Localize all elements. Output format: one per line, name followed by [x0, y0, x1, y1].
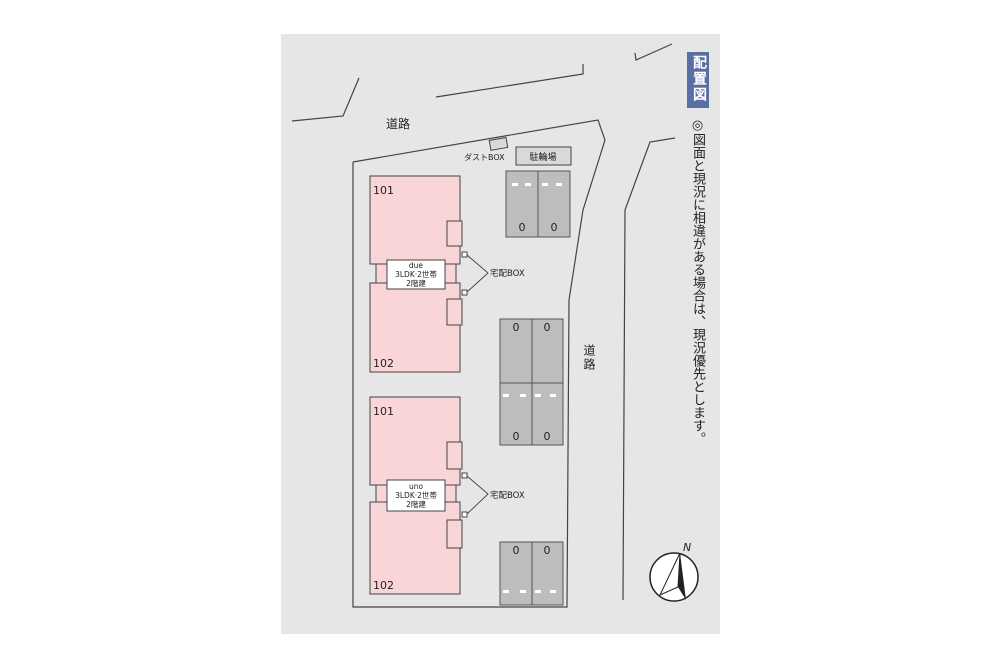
parking-block-a: 0 0 [505, 170, 571, 238]
building-floors: 2階建 [406, 499, 426, 509]
parking-marker: 0 [544, 430, 551, 443]
parking-marker: 0 [513, 321, 520, 334]
site-boundary [352, 119, 606, 608]
building-layout: 3LDK·2世帯 [395, 269, 437, 279]
building-floors: 2階建 [406, 278, 426, 288]
parking-marker: 0 [551, 221, 558, 234]
parking-marker: 0 [513, 430, 520, 443]
parking-marker: 0 [513, 544, 520, 557]
parking-marker: 0 [544, 544, 551, 557]
dust-box-label: ダストBOX [464, 152, 505, 162]
north-label: N [683, 541, 691, 554]
delivery-box-label: 宅配BOX [490, 490, 525, 501]
building-name: uno [409, 482, 424, 491]
parking-marker: 0 [519, 221, 526, 234]
bicycle-parking-label: 駐輪場 [529, 151, 556, 163]
building-layout: 3LDK·2世帯 [395, 490, 437, 500]
title-badge [687, 52, 709, 108]
unit-label-102: 102 [373, 357, 394, 370]
bicycle-parking [515, 146, 572, 166]
parking-block-c: 0 0 [499, 541, 564, 606]
unit-label-101: 101 [373, 184, 394, 197]
building-uno: 101 102 uno 3LDK·2世帯 2階建 [369, 396, 463, 595]
dust-box [488, 136, 509, 151]
delivery-box-2: 宅配BOX [461, 472, 525, 518]
building-name: due [409, 261, 424, 270]
building-due: 101 102 due 3LDK·2世帯 2階建 [369, 175, 463, 373]
unit-label-101: 101 [373, 405, 394, 418]
page-title: 配置図 [691, 55, 707, 103]
road-label-right-vertical: 道路 [582, 344, 596, 372]
parking-block-b: 0 0 0 0 [499, 318, 564, 446]
unit-label-102: 102 [373, 579, 394, 592]
notice-text: ◎図面と現況に相違がある場合は、現況優先とします。 [690, 118, 705, 445]
north-compass-icon: N [649, 541, 699, 602]
delivery-box-label: 宅配BOX [490, 268, 525, 279]
road-edges [291, 43, 676, 601]
road-label-top: 道路 [386, 116, 410, 131]
parking-marker: 0 [544, 321, 551, 334]
delivery-box-1: 宅配BOX [461, 251, 525, 296]
